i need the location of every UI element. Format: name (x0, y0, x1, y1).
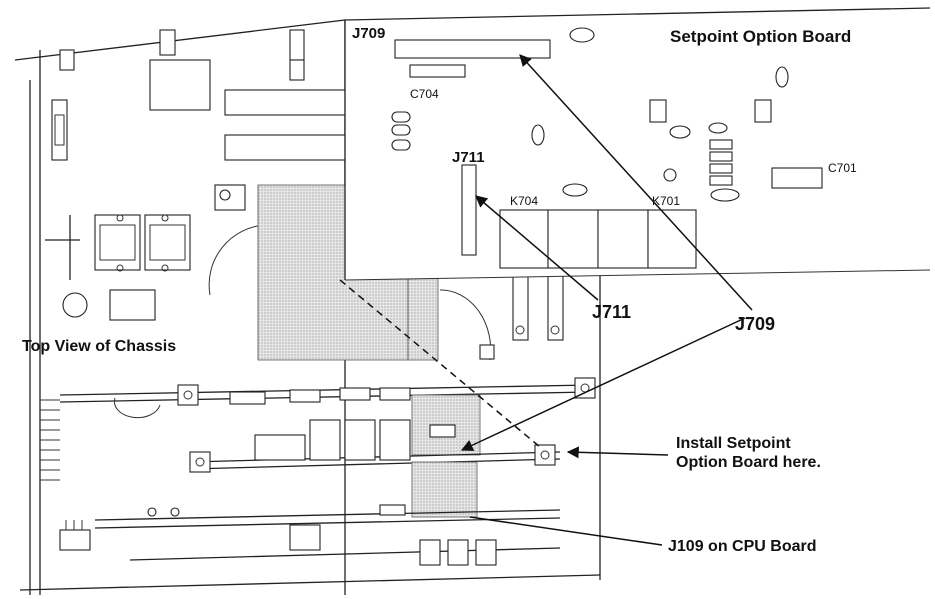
cpu-leader (469, 516, 663, 546)
setpoint-option-board (344, 7, 931, 281)
leader-lines (460, 54, 753, 546)
alignment-dashed-line (339, 279, 541, 448)
k701-label: K701 (652, 194, 680, 208)
c704-label: C704 (410, 87, 439, 101)
j709-leader-to-board (519, 54, 753, 311)
chassis-label: Top View of Chassis (22, 338, 176, 355)
j709-board-label: J709 (352, 25, 385, 42)
j709-leader-to-slot (460, 317, 746, 451)
c701-label: C701 (828, 161, 857, 175)
j711-leader (475, 195, 599, 301)
install-leader (566, 446, 669, 459)
j711-board-label: J711 (452, 149, 485, 166)
j709-callout: J709 (735, 314, 775, 334)
j711-callout: J711 (592, 302, 631, 322)
board-title: Setpoint Option Board (670, 27, 851, 46)
cpu-board-label: J109 on CPU Board (668, 538, 816, 555)
k704-label: K704 (510, 194, 538, 208)
install-label-line1: Install Setpoint (676, 435, 791, 452)
install-label-line2: Option Board here. (676, 454, 821, 471)
